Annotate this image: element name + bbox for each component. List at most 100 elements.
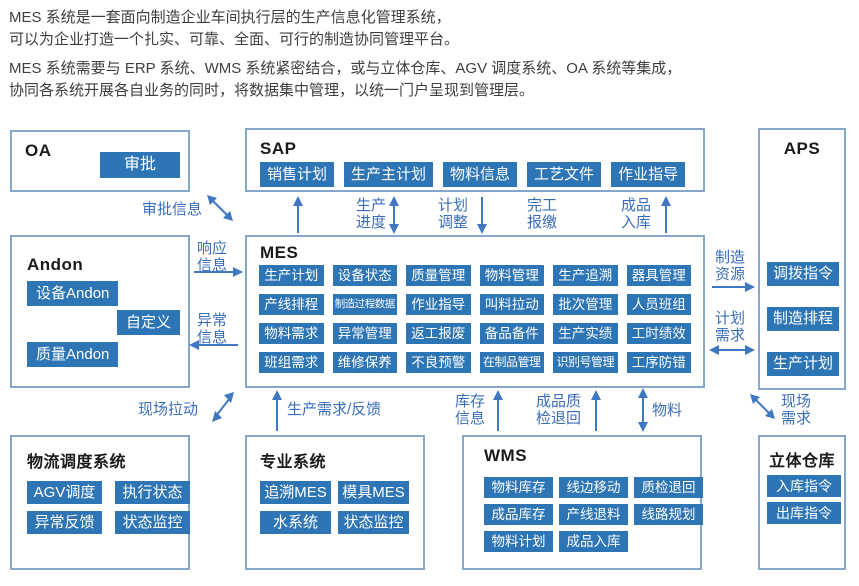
module-chip[interactable]: 制造过程数据 bbox=[332, 294, 397, 315]
specialty-modules: 追溯MES 模具MES 水系统状态监控 bbox=[260, 481, 409, 534]
mes-modules: 生产计划设备状态质量管理物料管理生产追溯器具管理产线排程制造过程数据作业指导叫料… bbox=[259, 265, 691, 373]
arrow-right-icon bbox=[194, 267, 243, 277]
module-chip[interactable]: 成品入库 bbox=[559, 531, 628, 552]
intro-paragraph: MES 系统是一套面向制造企业车间执行层的生产信息化管理系统， 可以为企业打造一… bbox=[9, 7, 681, 102]
label-manufacturing-resource: 制造 资源 bbox=[715, 249, 746, 283]
module-chip[interactable]: 生产主计划 bbox=[344, 162, 434, 187]
arrow-diagonal-double-icon bbox=[207, 195, 233, 221]
label-site-demand: 现场 需求 bbox=[781, 393, 812, 427]
label-production-demand-feedback: 生产需求/反馈 bbox=[287, 401, 382, 418]
mes-system-box: MES 生产计划设备状态质量管理物料管理生产追溯器具管理产线排程制造过程数据作业… bbox=[245, 235, 705, 388]
module-chip[interactable]: 批次管理 bbox=[553, 294, 618, 315]
module-chip[interactable]: 班组需求 bbox=[259, 352, 324, 373]
module-chip[interactable]: 器具管理 bbox=[626, 265, 691, 286]
wms-modules: 物料库存线边移动质检退回成品库存产线退料线路规划物料计划成品入库 bbox=[484, 477, 703, 552]
arrow-up-icon bbox=[661, 196, 671, 233]
module-chip[interactable]: 识别号管理 bbox=[553, 352, 618, 373]
module-chip[interactable]: 质量管理 bbox=[406, 265, 471, 286]
module-chip[interactable]: 工序防错 bbox=[626, 352, 691, 373]
module-chip[interactable]: 追溯MES bbox=[260, 481, 331, 504]
module-chip[interactable]: 执行状态 bbox=[115, 481, 190, 504]
label-abnormal-info: 异常 信息 bbox=[197, 312, 228, 346]
module-chip[interactable]: 设备Andon bbox=[27, 281, 119, 306]
module-chip[interactable]: 不良预警 bbox=[406, 352, 471, 373]
aps-system-box: APS 调拨指令制造排程生产计划 bbox=[758, 128, 846, 390]
arrow-up-icon bbox=[293, 196, 303, 233]
module-chip[interactable]: 异常反馈 bbox=[27, 511, 102, 534]
module-chip[interactable]: 叫料拉动 bbox=[479, 294, 544, 315]
module-chip[interactable]: 工艺文件 bbox=[527, 162, 602, 187]
arrow-right-icon bbox=[712, 282, 755, 292]
module-chip[interactable]: 物料计划 bbox=[484, 531, 553, 552]
module-chip[interactable]: 物料需求 bbox=[259, 323, 324, 344]
intro-line: 协同各系统开展各自业务的同时，将数据集中管理，以统一门户呈现到管理层。 bbox=[9, 82, 535, 99]
label-quality-return: 成品质 检退回 bbox=[536, 393, 582, 427]
sap-modules: 销售计划生产主计划物料信息工艺文件作业指导 bbox=[260, 162, 686, 187]
module-chip[interactable]: 成品库存 bbox=[484, 504, 553, 525]
andon-modules: 设备Andon 自定义质量Andon bbox=[12, 237, 188, 386]
module-chip[interactable]: 设备状态 bbox=[332, 265, 397, 286]
specialty-title: 专业系统 bbox=[260, 454, 327, 471]
oa-modules: 审批 bbox=[100, 152, 180, 183]
module-chip[interactable]: 线边移动 bbox=[559, 477, 628, 498]
intro-line: MES 系统需要与 ERP 系统、WMS 系统紧密结合，或与立体仓库、AGV 调… bbox=[9, 60, 682, 77]
module-chip[interactable]: 产线退料 bbox=[559, 504, 628, 525]
wms-system-box: WMS 物料库存线边移动质检退回成品库存产线退料线路规划物料计划成品入库 bbox=[462, 435, 703, 570]
module-chip[interactable]: 物料库存 bbox=[484, 477, 553, 498]
label-finished-goods-in: 成品 入库 bbox=[621, 197, 652, 231]
module-chip[interactable]: 异常管理 bbox=[332, 323, 397, 344]
module-chip[interactable]: 质检退回 bbox=[634, 477, 703, 498]
module-chip[interactable]: 生产计划 bbox=[767, 352, 839, 376]
module-chip[interactable]: 自定义 bbox=[116, 310, 180, 335]
module-chip[interactable]: 产线排程 bbox=[259, 294, 324, 315]
module-chip[interactable]: 调拨指令 bbox=[767, 262, 839, 286]
module-chip[interactable]: 生产计划 bbox=[259, 265, 324, 286]
module-chip[interactable]: 出库指令 bbox=[767, 502, 841, 524]
arrow-vertical-double-icon bbox=[638, 388, 648, 432]
label-site-pull: 现场拉动 bbox=[138, 401, 199, 418]
arrow-up-icon bbox=[272, 390, 282, 431]
mes-title: MES bbox=[260, 243, 299, 262]
module-chip[interactable]: 审批 bbox=[100, 152, 180, 178]
oa-system-box: OA 审批 bbox=[10, 130, 190, 192]
module-chip[interactable]: 生产追溯 bbox=[553, 265, 618, 286]
module-chip[interactable]: 物料信息 bbox=[443, 162, 518, 187]
label-completion-report: 完工 报缴 bbox=[527, 197, 558, 231]
module-chip[interactable]: 状态监控 bbox=[338, 511, 409, 534]
specialty-system-box: 专业系统 追溯MES 模具MES 水系统状态监控 bbox=[245, 435, 425, 570]
module-chip[interactable]: 物料管理 bbox=[479, 265, 544, 286]
module-chip[interactable]: AGV调度 bbox=[27, 481, 102, 504]
arrow-up-icon bbox=[591, 390, 601, 431]
module-chip[interactable]: 质量Andon bbox=[27, 342, 119, 367]
logistics-modules: AGV调度执行状态异常反馈状态监控 bbox=[27, 481, 190, 534]
wms-title: WMS bbox=[484, 446, 528, 465]
module-chip[interactable]: 模具MES bbox=[338, 481, 409, 504]
andon-title: Andon bbox=[27, 255, 84, 274]
module-chip[interactable]: 水系统 bbox=[260, 511, 331, 534]
aps-title: APS bbox=[783, 139, 821, 158]
sap-title: SAP bbox=[260, 139, 297, 158]
module-chip[interactable]: 作业指导 bbox=[611, 162, 686, 187]
arrow-down-icon bbox=[477, 197, 487, 234]
module-chip[interactable]: 销售计划 bbox=[260, 162, 335, 187]
module-chip[interactable]: 作业指导 bbox=[406, 294, 471, 315]
intro-line: 可以为企业打造一个扎实、可靠、全面、可行的制造协同管理平台。 bbox=[9, 31, 460, 48]
module-chip[interactable]: 工时绩效 bbox=[626, 323, 691, 344]
module-chip[interactable]: 入库指令 bbox=[767, 475, 841, 497]
module-chip[interactable]: 返工报废 bbox=[406, 323, 471, 344]
sap-system-box: SAP 销售计划生产主计划物料信息工艺文件作业指导 bbox=[245, 128, 705, 192]
module-chip[interactable]: 备品备件 bbox=[479, 323, 544, 344]
module-chip[interactable]: 线路规划 bbox=[634, 504, 703, 525]
module-chip[interactable]: 状态监控 bbox=[115, 511, 190, 534]
label-plan-adjust: 计划 调整 bbox=[438, 197, 469, 231]
arrow-diagonal-double-icon bbox=[212, 392, 234, 422]
module-chip[interactable]: 在制品管理 bbox=[479, 352, 544, 373]
module-chip[interactable]: 人员班组 bbox=[626, 294, 691, 315]
module-chip[interactable]: 维修保养 bbox=[332, 352, 397, 373]
logistics-title: 物流调度系统 bbox=[27, 454, 127, 471]
label-material: 物料 bbox=[652, 402, 683, 419]
module-chip[interactable]: 制造排程 bbox=[767, 307, 839, 331]
intro-line: MES 系统是一套面向制造企业车间执行层的生产信息化管理系统， bbox=[9, 9, 451, 26]
module-chip[interactable]: 生产实绩 bbox=[553, 323, 618, 344]
